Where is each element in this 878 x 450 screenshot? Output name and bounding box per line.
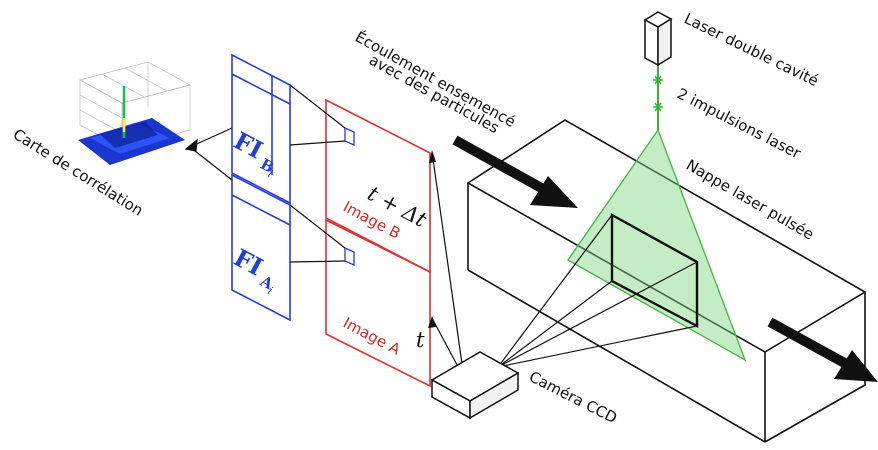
camera-box-icon: [430, 351, 520, 420]
camera-lines-to-images: [431, 151, 465, 379]
camera-label: Caméra CCD: [526, 368, 620, 428]
arrowhead: [429, 150, 436, 163]
correlation-map: [78, 61, 191, 165]
window-b-small: [344, 126, 355, 147]
window-fia-frame: [231, 173, 291, 322]
svg-text:i: i: [266, 284, 275, 297]
zoom-connectors: [289, 84, 346, 263]
svg-text:i: i: [266, 167, 275, 180]
laser-box-icon: [643, 11, 673, 67]
laser-label: Laser double cavité: [681, 9, 821, 90]
svg-text:A: A: [256, 271, 276, 293]
svg-text:B: B: [257, 155, 277, 177]
time-a-label: t: [416, 328, 425, 352]
pulses-label: 2 impulsions laser: [674, 85, 804, 163]
image-a-label: Image A: [340, 314, 404, 359]
correlation-connectors: [184, 127, 233, 181]
window-fib-frame: [231, 53, 291, 205]
image-a-frame: [325, 218, 431, 388]
window-a-small: [344, 246, 355, 267]
window-b-label: FI B i: [229, 126, 277, 181]
window-a-label: FI A i: [229, 243, 276, 298]
arrowhead: [428, 316, 436, 328]
flow-label-line1: Écoulement ensemencé: [352, 27, 519, 131]
flow-channel-box: [466, 119, 867, 443]
asterisk-icon: [653, 75, 663, 85]
svg-text:FI: FI: [229, 243, 268, 282]
svg-text:FI: FI: [229, 126, 268, 165]
flow-arrow-out: [767, 317, 878, 382]
camera-view-lines: [497, 214, 698, 368]
asterisk-icon: [653, 102, 663, 112]
laser-sheet: [566, 128, 747, 362]
flow-arrow-in: [452, 135, 578, 208]
